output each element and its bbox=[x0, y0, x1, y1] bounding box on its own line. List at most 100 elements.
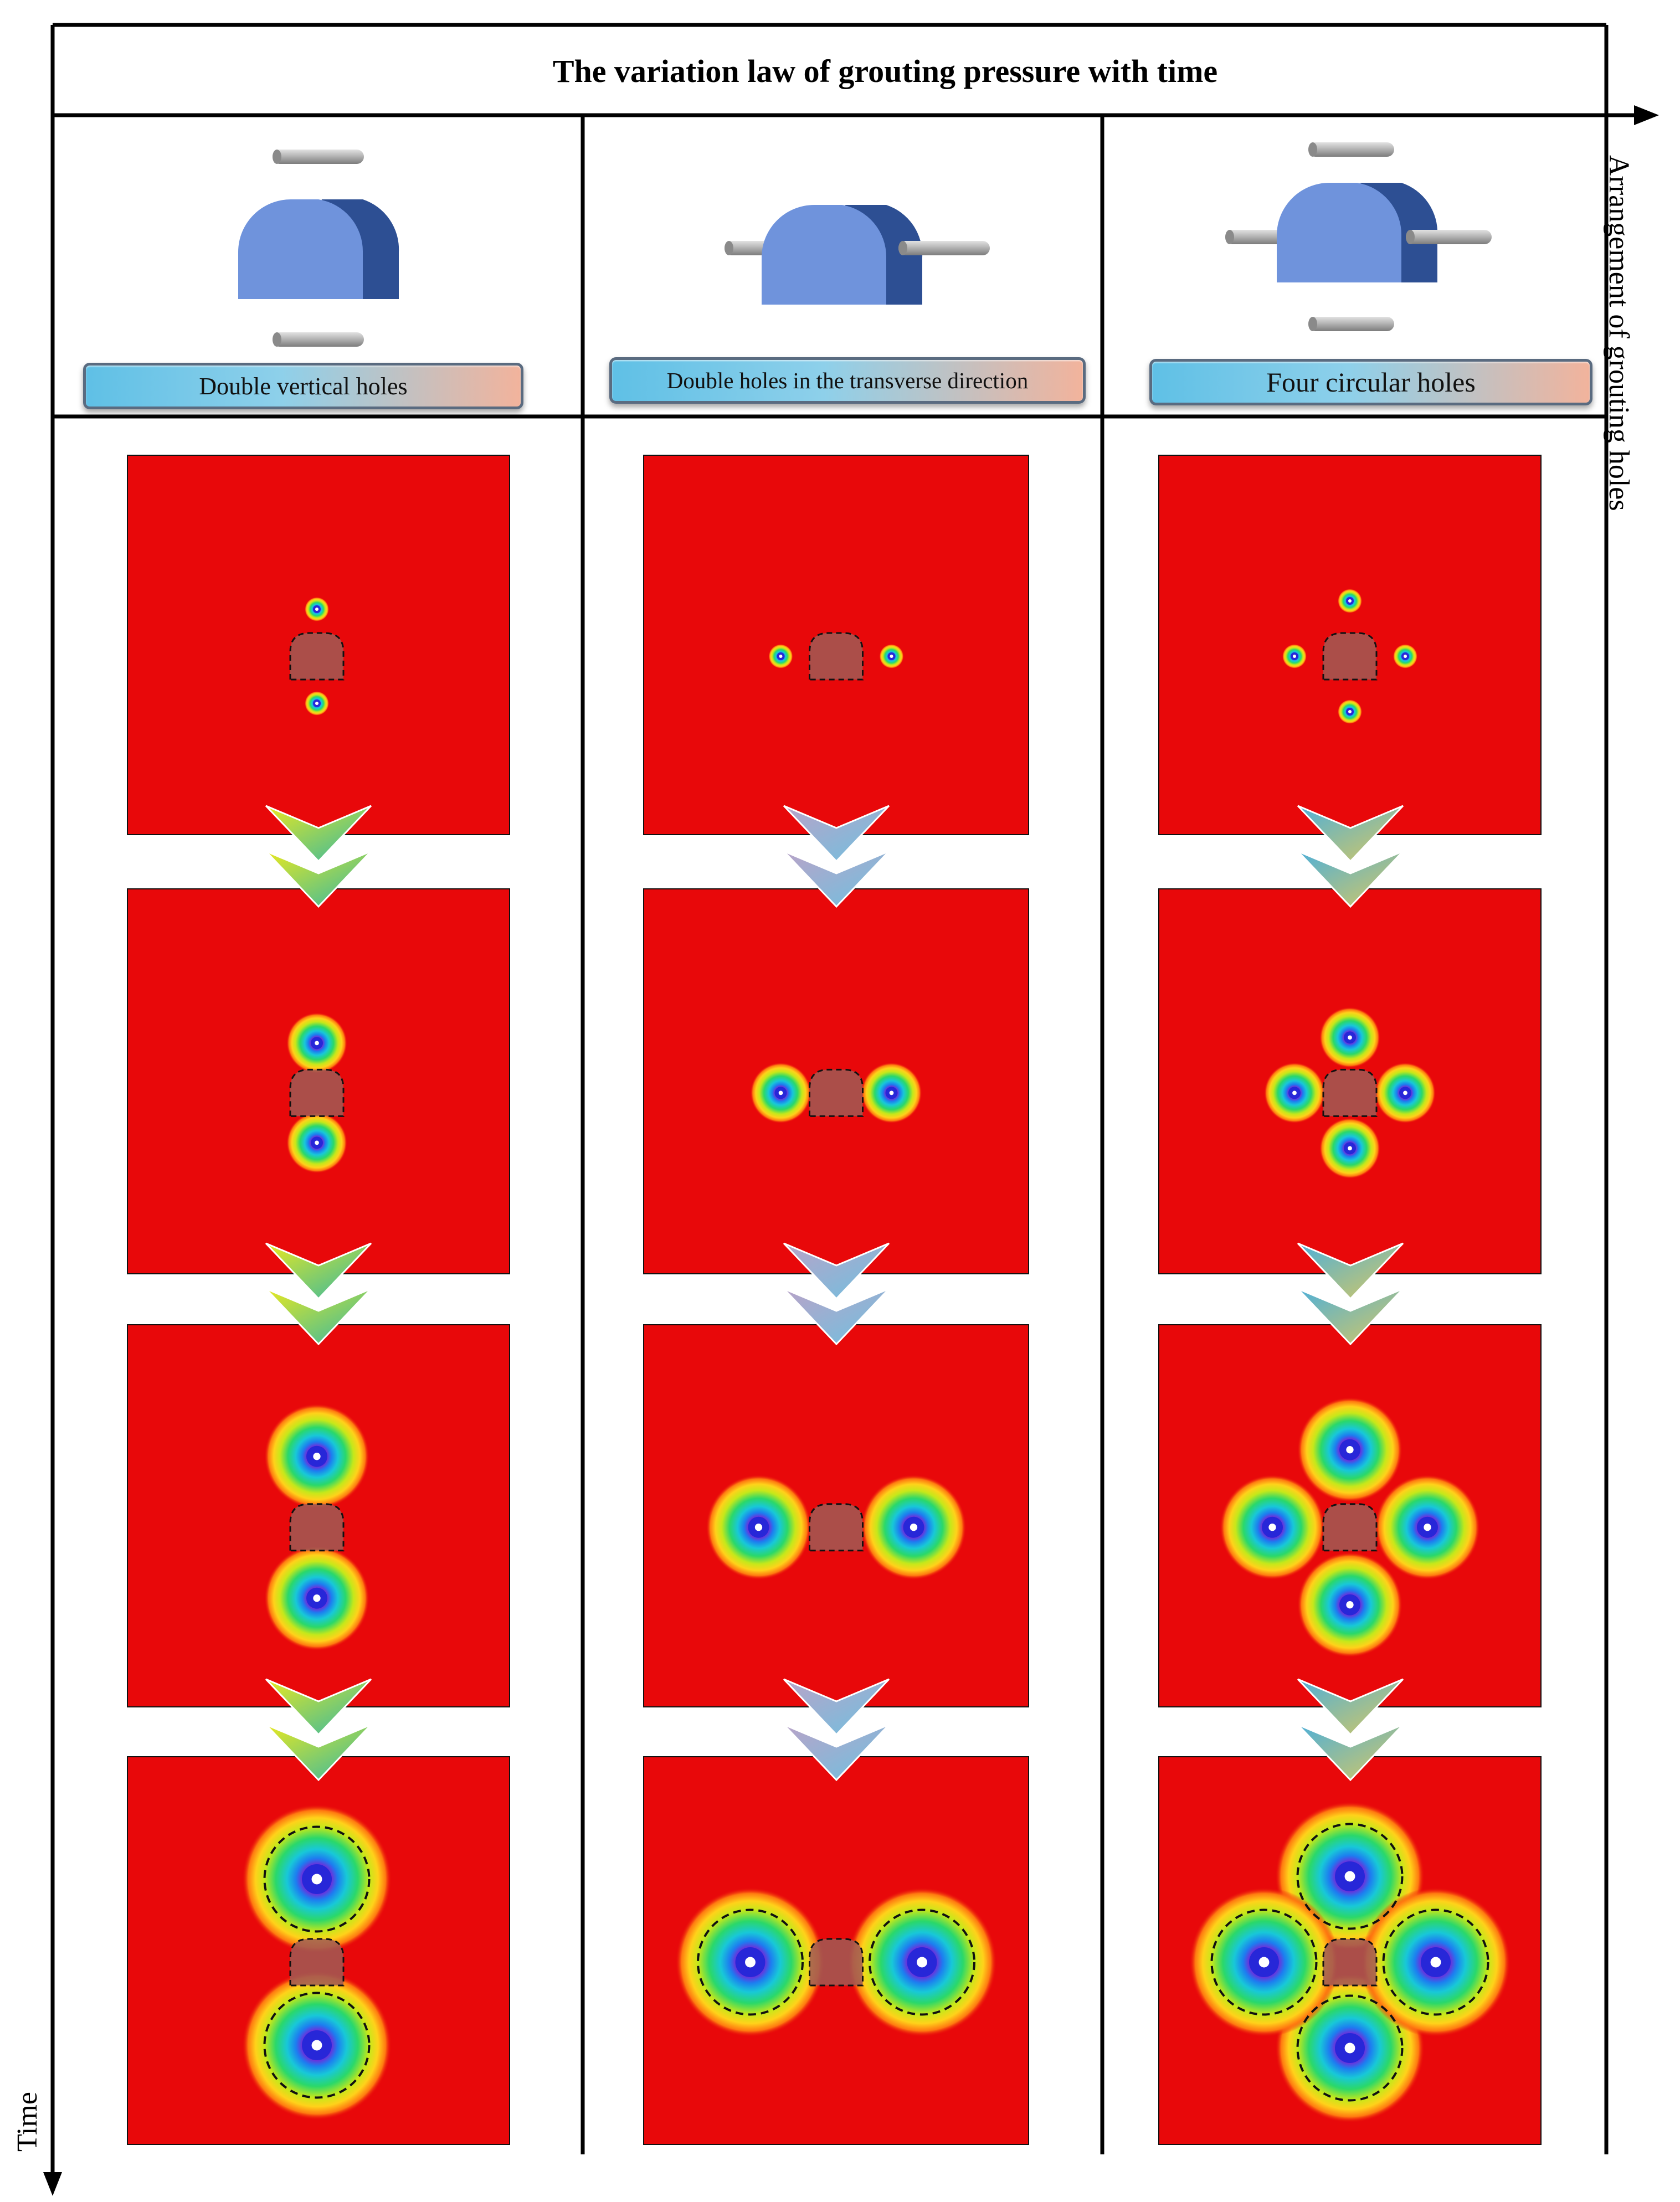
grouting-hole-center bbox=[779, 655, 783, 658]
axis-label-time: Time bbox=[12, 2092, 43, 2152]
chevron bbox=[783, 850, 890, 908]
chevron bbox=[783, 805, 890, 863]
grouting-hole-center bbox=[745, 1957, 756, 1968]
time-step-arrow bbox=[265, 1242, 372, 1346]
pipe-end bbox=[898, 241, 907, 255]
panel-vertical-stage-4 bbox=[127, 1756, 510, 2145]
grouting-hole-center bbox=[315, 1140, 319, 1145]
grouting-pipe-bottom bbox=[273, 332, 364, 347]
time-step-arrow bbox=[1297, 1242, 1404, 1346]
tunnel-icon bbox=[238, 199, 399, 299]
chevron bbox=[783, 1678, 890, 1736]
grouting-hole-center bbox=[313, 1453, 321, 1460]
time-step-arrow bbox=[1297, 805, 1404, 908]
pipe-end bbox=[1308, 317, 1317, 331]
pipe-body bbox=[1406, 230, 1492, 244]
column-label-double-vertical: Double vertical holes bbox=[83, 363, 523, 409]
grouting-hole-center bbox=[315, 608, 318, 611]
chevron bbox=[265, 1242, 372, 1300]
tunnel-icon-front bbox=[762, 205, 887, 305]
time-step-arrow bbox=[1297, 1678, 1404, 1782]
grouting-hole-center bbox=[1348, 1146, 1352, 1151]
chevron bbox=[1297, 805, 1404, 863]
grouting-hole-center bbox=[1430, 1957, 1441, 1968]
tunnel-icon bbox=[1277, 183, 1438, 282]
tunnel-icon bbox=[762, 205, 923, 305]
chevron bbox=[1297, 850, 1404, 908]
tunnel-outline bbox=[1322, 1503, 1378, 1552]
axis-label-arrangement: Arrangement of grouting holes bbox=[1603, 155, 1635, 511]
diffusion-boundary bbox=[869, 1908, 975, 2016]
grouting-hole-center bbox=[1293, 655, 1296, 658]
tunnel-outline bbox=[1322, 1068, 1378, 1117]
chevron bbox=[1297, 1288, 1404, 1346]
grouting-hole-center bbox=[1346, 1446, 1354, 1454]
grouting-hole-center bbox=[910, 1524, 918, 1531]
tunnel-icon-front bbox=[238, 199, 363, 299]
chevron bbox=[1297, 1723, 1404, 1782]
panel-transverse-stage-4 bbox=[643, 1756, 1029, 2145]
pipe-end bbox=[273, 332, 281, 347]
pipe-body bbox=[898, 241, 990, 255]
tunnel-outline bbox=[1322, 632, 1378, 681]
diffusion-boundary bbox=[263, 1825, 371, 1933]
grouting-hole-center bbox=[889, 1090, 894, 1095]
grouting-hole-center bbox=[315, 702, 318, 706]
grouting-pipe-right bbox=[1406, 230, 1492, 244]
panel-four-stage-1 bbox=[1158, 455, 1542, 835]
grouting-hole-center bbox=[778, 1090, 783, 1095]
time-step-arrow bbox=[265, 1678, 372, 1782]
tunnel-outline bbox=[809, 1068, 864, 1117]
grouting-pipe-right bbox=[898, 241, 990, 255]
chevron bbox=[1297, 1678, 1404, 1736]
panel-four-stage-4 bbox=[1158, 1756, 1542, 2145]
grouting-hole-center bbox=[1348, 710, 1352, 714]
diffusion-boundary bbox=[263, 1992, 371, 2099]
hole-arrangement-icons bbox=[238, 142, 1492, 347]
column-label-text: Double vertical holes bbox=[199, 372, 408, 400]
grouting-hole-center bbox=[311, 2040, 322, 2051]
tunnel-outline bbox=[289, 1938, 345, 1987]
chevron bbox=[265, 1723, 372, 1782]
grouting-hole-center bbox=[315, 1041, 319, 1046]
time-step-arrow bbox=[265, 805, 372, 908]
time-step-arrow bbox=[783, 805, 890, 908]
grouting-hole-center bbox=[1344, 2042, 1355, 2054]
simulation-panels bbox=[127, 455, 1542, 2145]
column-label-transverse: Double holes in the transverse direction bbox=[609, 357, 1086, 404]
diffusion-boundary bbox=[1296, 1823, 1404, 1930]
grouting-hole-center bbox=[313, 1594, 321, 1602]
diffusion-boundary bbox=[697, 1908, 804, 2016]
pipe-body bbox=[273, 332, 364, 347]
time-step-arrow bbox=[783, 1678, 890, 1782]
panel-transverse-stage-2 bbox=[643, 888, 1029, 1274]
grouting-hole-center bbox=[1268, 1524, 1276, 1531]
chevron bbox=[783, 1723, 890, 1782]
grouting-pipe-top bbox=[273, 150, 364, 164]
panel-four-stage-2 bbox=[1158, 888, 1542, 1274]
frame-lines bbox=[43, 23, 1659, 2196]
chevron bbox=[1297, 1242, 1404, 1300]
grouting-hole-center bbox=[1348, 1035, 1352, 1040]
diffusion-boundary bbox=[1210, 1908, 1318, 2016]
panel-four-stage-3 bbox=[1158, 1324, 1542, 1707]
tunnel-outline bbox=[289, 1068, 345, 1117]
pipe-end bbox=[725, 241, 733, 255]
panel-transverse-stage-3 bbox=[643, 1324, 1029, 1707]
tunnel-outline bbox=[809, 1938, 864, 1987]
pipe-end bbox=[1308, 142, 1317, 157]
grouting-hole-center bbox=[890, 655, 893, 658]
grouting-hole-center bbox=[1404, 655, 1407, 658]
grouting-hole-center bbox=[1348, 599, 1352, 603]
grouting-hole-center bbox=[311, 1874, 322, 1885]
pipe-end bbox=[273, 150, 281, 164]
axis-arrowhead-right bbox=[1634, 105, 1659, 125]
axis-arrowhead-down bbox=[43, 2172, 62, 2196]
column-label-text: Double holes in the transverse direction bbox=[666, 368, 1029, 393]
chevron bbox=[265, 850, 372, 908]
chevron bbox=[783, 1242, 890, 1300]
panel-vertical-stage-1 bbox=[127, 455, 510, 835]
column-label-four-circular: Four circular holes bbox=[1149, 359, 1592, 405]
